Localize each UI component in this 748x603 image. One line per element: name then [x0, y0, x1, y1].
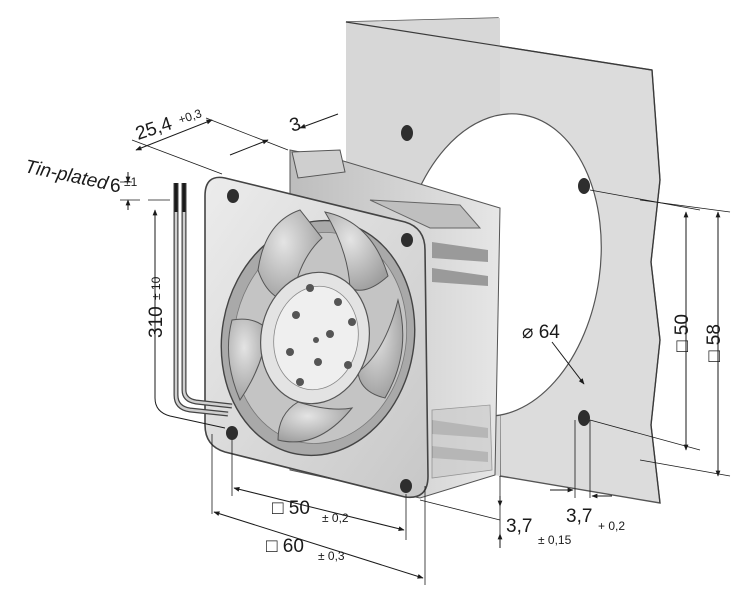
label-edge-offset-2: 3,7 [566, 506, 592, 527]
label-inner-square: □ 50 [672, 314, 693, 352]
label-base-square-60: □ 60 [266, 536, 304, 557]
lead-wires [173, 183, 233, 417]
label-base-square-50: □ 50 [272, 498, 310, 519]
label-depth: 25,4 [133, 113, 175, 145]
plate-hole-top-right [578, 178, 590, 194]
fan-blade [227, 318, 269, 402]
label-lead-length: 310 [146, 306, 167, 338]
label-base-square-60-tol: ± 0,3 [318, 549, 345, 563]
frame-hole-top-right [401, 233, 413, 247]
frame-hole-bottom-left [226, 426, 238, 440]
label-hole-diameter: ⌀ 64 [522, 322, 560, 343]
label-edge-offset-1-tol: ± 0,15 [538, 533, 572, 547]
dimension-lines [120, 113, 731, 585]
label-lead-tol: ± 10 [149, 276, 163, 300]
fan-blade [357, 298, 404, 399]
plate-hole-bottom-right [578, 410, 590, 426]
fan-blade [257, 209, 323, 303]
label-tin-tol: ±1 [124, 175, 138, 189]
label-depth-tol: +0,3 [177, 106, 204, 127]
label-outer-square: □ 58 [704, 324, 725, 362]
label-flange: 3 [287, 114, 304, 137]
label-base-square-50-tol: ± 0,2 [322, 511, 349, 525]
plate-hole-top-left [401, 125, 413, 141]
fan-blade [323, 211, 389, 291]
label-edge-offset-1: 3,7 [506, 516, 532, 537]
impeller [227, 209, 404, 443]
label-tin-length: 6 [110, 176, 121, 197]
label-edge-offset-2-tol: + 0,2 [598, 519, 625, 533]
fan-blade [277, 401, 354, 443]
frame-hole-top-left [227, 189, 239, 203]
label-tin-plated: Tin-plated [23, 156, 111, 194]
frame-hole-bottom-right [400, 479, 412, 493]
